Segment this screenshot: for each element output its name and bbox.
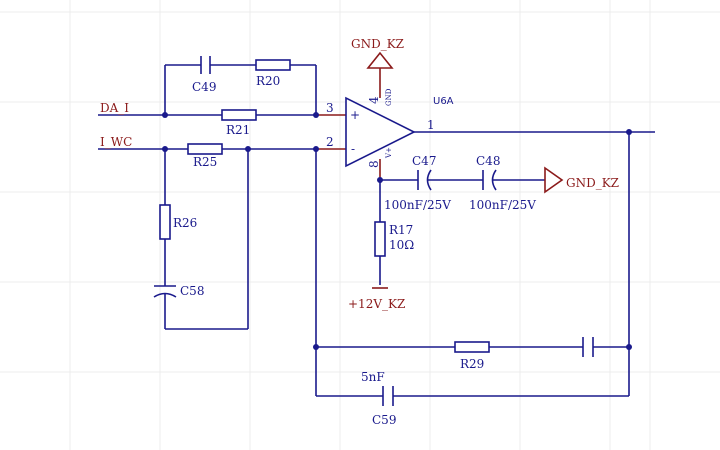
junction-dot [245, 146, 251, 152]
capacitor-c59[interactable]: 5nF C59 [361, 370, 396, 427]
junction-dot [626, 344, 632, 350]
resistor-r17[interactable]: R17 10Ω [374, 221, 414, 257]
resistor-r26[interactable]: R26 [159, 204, 197, 240]
resistor-r25[interactable]: R25 [187, 143, 223, 169]
opamp-pin-4: 4 [367, 96, 381, 104]
opamp-pin-vcc-name: V+ [385, 147, 393, 159]
opamp-pin-2: 2 [326, 135, 334, 149]
net-label-i-wc: I_WC [100, 135, 132, 149]
label-c48: C48 [476, 154, 500, 168]
net-i-wc[interactable]: I_WC [98, 135, 165, 150]
resistor-r29[interactable]: R29 [454, 341, 490, 371]
power-vcc[interactable]: +12V_KZ [348, 287, 405, 311]
wires-output [414, 131, 655, 396]
junction-dot [162, 146, 168, 152]
opamp-u6a[interactable]: + - U6A 3 2 1 4 GND 8 V+ [326, 88, 454, 168]
label-r25: R25 [193, 155, 217, 169]
label-r21: R21 [226, 123, 250, 137]
wires-r26-c58 [164, 149, 249, 330]
opamp-designator: U6A [433, 96, 454, 107]
net-label-da-i: DA_I [100, 101, 129, 115]
capacitor-c58[interactable]: C58 [153, 284, 204, 298]
wires-feedback [315, 149, 629, 397]
label-r29: R29 [460, 357, 484, 371]
label-c49: C49 [192, 80, 216, 94]
opamp-pin-3: 3 [326, 101, 334, 115]
resistor-r20[interactable]: R20 [255, 59, 291, 88]
opamp-plus-sign: + [350, 108, 360, 122]
value-c47: 100nF/25V [384, 198, 451, 212]
junction-dots [162, 112, 632, 350]
label-r17: R17 [389, 223, 413, 237]
junction-dot [313, 146, 319, 152]
opamp-pin-gnd-name: GND [385, 88, 393, 106]
power-label-gnd-right: GND_KZ [566, 176, 619, 190]
resistor-r21[interactable]: R21 [221, 109, 257, 137]
junction-dot [313, 344, 319, 350]
net-da-i[interactable]: DA_I [98, 101, 165, 116]
label-r20: R20 [256, 74, 280, 88]
opamp-pin-8: 8 [367, 160, 381, 168]
power-label-gnd-top: GND_KZ [351, 37, 404, 51]
junction-dot [162, 112, 168, 118]
opamp-pin-1: 1 [427, 118, 435, 132]
opamp-minus-sign: - [351, 142, 355, 156]
value-r17: 10Ω [389, 238, 414, 252]
junction-dot [377, 177, 383, 183]
junction-dot [313, 112, 319, 118]
capacitor-c48[interactable]: C48 100nF/25V [469, 154, 536, 212]
junction-dot [626, 129, 632, 135]
capacitor-c47[interactable]: C47 100nF/25V [384, 154, 451, 212]
power-label-vcc: +12V_KZ [348, 297, 405, 311]
label-c47: C47 [412, 154, 436, 168]
label-r26: R26 [173, 216, 197, 230]
wires-c49-r20 [164, 64, 317, 115]
capacitor-c29[interactable] [582, 337, 594, 357]
value-c59: 5nF [361, 370, 385, 384]
value-c48: 100nF/25V [469, 198, 536, 212]
power-gnd-right[interactable]: GND_KZ [544, 166, 619, 194]
label-c58: C58 [180, 284, 204, 298]
power-gnd-top[interactable]: GND_KZ [351, 37, 404, 98]
capacitor-c49[interactable]: C49 [192, 56, 216, 94]
label-c59: C59 [372, 413, 396, 427]
wires-vcc [379, 159, 545, 285]
